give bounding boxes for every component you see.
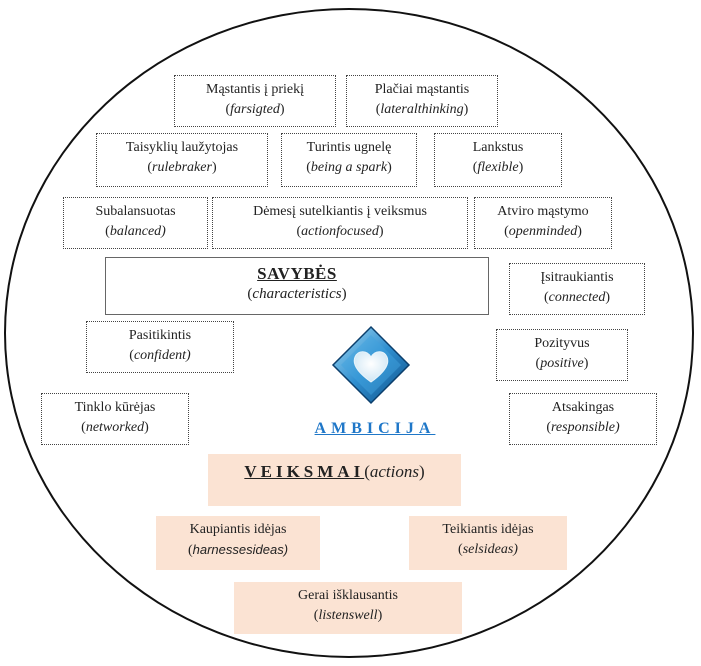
action-harnesses-label: Kaupiantis idėjas: [189, 522, 287, 537]
trait-networked-label: Tinklo kūrėjas: [74, 400, 156, 415]
trait-networked: Tinklo kūrėjas (networked): [41, 393, 189, 445]
action-listens: Gerai išklausantis (listenswell): [234, 582, 462, 634]
trait-balanced-label: Subalansuotas: [95, 204, 176, 219]
trait-farsighted-sub: farsigted: [230, 102, 280, 117]
actions-title: VEIKSMAI: [244, 462, 365, 481]
trait-responsible-label: Atsakingas: [551, 400, 615, 415]
trait-positive-label: Pozityvus: [534, 336, 590, 351]
action-sells-label: Teikiantis idėjas: [442, 522, 534, 537]
trait-rulebreaker-label: Taisyklių laužytojas: [125, 140, 239, 155]
trait-connected-label: Įsitraukiantis: [540, 270, 614, 285]
trait-lateral: Plačiai mąstantis (lateralthinking): [346, 75, 498, 127]
action-sells-sub: selsideas): [462, 542, 518, 557]
trait-responsible: Atsakingas (responsible): [509, 393, 657, 445]
trait-flexible: Lankstus (flexible): [434, 133, 562, 187]
trait-balanced-sub: balanced): [109, 224, 166, 239]
trait-networked-sub: networked: [85, 420, 145, 435]
trait-rulebreaker: Taisyklių laužytojas (rulebraker): [96, 133, 268, 187]
trait-actionfocused: Dėmesį sutelkiantis į veiksmus (actionfo…: [212, 197, 468, 249]
trait-confident: Pasitikintis (confident): [86, 321, 234, 373]
trait-actionfocused-label: Dėmesį sutelkiantis į veiksmus: [253, 204, 427, 219]
trait-positive: Pozityvus (positive): [496, 329, 628, 381]
actions-title-sub: actions: [369, 462, 419, 481]
heart-diamond-icon: [330, 324, 412, 406]
characteristics-box: SAVYBĖS (characteristics): [105, 257, 489, 315]
trait-farsighted-label: Mąstantis į priekį: [206, 82, 304, 97]
action-harnesses: Kaupiantis idėjas (harnessesideas): [156, 516, 320, 570]
trait-confident-label: Pasitikintis: [128, 328, 192, 343]
action-listens-sub: listenswell: [318, 608, 378, 623]
trait-connected: Įsitraukiantis (connected): [509, 263, 645, 315]
trait-flexible-sub: flexible: [477, 160, 519, 175]
trait-openminded-label: Atviro mąstymo: [497, 204, 589, 219]
trait-spark: Turintis ugnelę (being a spark): [281, 133, 417, 187]
trait-positive-sub: positive: [540, 356, 584, 371]
action-listens-label: Gerai išklausantis: [298, 588, 398, 603]
trait-openminded: Atviro mąstymo (openminded): [474, 197, 612, 249]
trait-openminded-sub: openminded: [508, 224, 578, 239]
trait-farsighted: Mąstantis į priekį (farsigted): [174, 75, 336, 127]
trait-rulebreaker-sub: rulebraker: [152, 160, 212, 175]
trait-confident-sub: confident): [133, 348, 191, 363]
ambicija-label: AMBICIJA: [314, 420, 436, 437]
trait-lateral-label: Plačiai mąstantis: [374, 82, 470, 97]
trait-flexible-label: Lankstus: [472, 140, 524, 155]
trait-spark-sub: being a spark: [310, 160, 388, 175]
actions-box: VEIKSMAI(actions): [208, 454, 461, 506]
trait-balanced: Subalansuotas (balanced): [63, 197, 208, 249]
trait-connected-sub: connected: [548, 290, 606, 305]
outer-circle: [4, 8, 694, 658]
trait-spark-label: Turintis ugnelę: [306, 140, 392, 155]
characteristics-title: SAVYBĖS: [257, 264, 337, 283]
trait-actionfocused-sub: actionfocused: [301, 224, 379, 239]
trait-responsible-sub: responsible): [550, 420, 620, 435]
action-harnesses-sub: harnessesideas): [192, 542, 289, 557]
action-sells: Teikiantis idėjas (selsideas): [409, 516, 567, 570]
trait-lateral-sub: lateralthinking: [380, 102, 464, 117]
